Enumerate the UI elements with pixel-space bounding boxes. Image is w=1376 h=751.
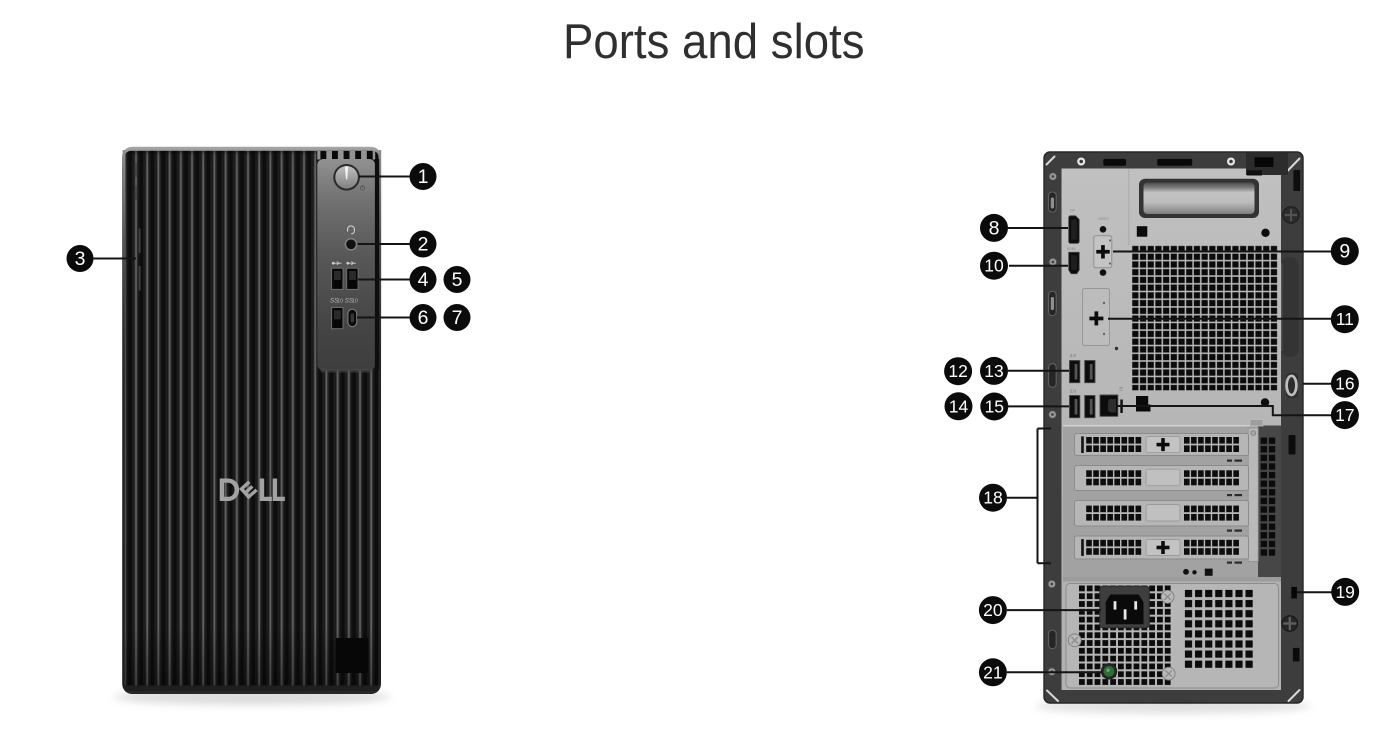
- svg-text:7: 7: [452, 307, 463, 329]
- svg-text:2.0: 2.0: [1070, 389, 1076, 394]
- svg-text:9: 9: [1339, 241, 1350, 263]
- svg-text:21: 21: [983, 662, 1002, 682]
- svg-text:10: 10: [337, 299, 343, 305]
- svg-text:4: 4: [418, 269, 429, 291]
- svg-text:16: 16: [1335, 374, 1354, 394]
- svg-text:11: 11: [1336, 309, 1354, 329]
- svg-text:DP: DP: [1070, 209, 1076, 213]
- svg-text:3: 3: [75, 248, 86, 270]
- svg-text:20: 20: [983, 600, 1003, 620]
- svg-text:6: 6: [418, 307, 429, 329]
- svg-text:14: 14: [949, 396, 969, 416]
- svg-text:8: 8: [989, 217, 1000, 239]
- svg-text:5: 5: [452, 269, 463, 291]
- svg-text:10: 10: [352, 299, 358, 305]
- svg-text:☰: ☰: [1119, 387, 1124, 392]
- svg-text:2: 2: [418, 234, 429, 256]
- svg-text:Ports and slots: Ports and slots: [563, 14, 865, 69]
- svg-text:10: 10: [984, 256, 1004, 276]
- svg-text:SS: SS: [345, 298, 354, 305]
- svg-text:12: 12: [948, 361, 967, 381]
- svg-text:2.0: 2.0: [1070, 353, 1076, 358]
- svg-text:HDMI: HDMI: [1067, 247, 1076, 251]
- svg-text:17: 17: [1335, 405, 1354, 425]
- svg-text:15: 15: [985, 397, 1004, 417]
- svg-text:13: 13: [984, 361, 1003, 381]
- svg-text:VIDEO: VIDEO: [1098, 217, 1109, 221]
- svg-text:19: 19: [1335, 582, 1354, 602]
- svg-text:1: 1: [418, 166, 429, 188]
- svg-text:18: 18: [983, 488, 1002, 508]
- svg-text:SS: SS: [330, 298, 339, 305]
